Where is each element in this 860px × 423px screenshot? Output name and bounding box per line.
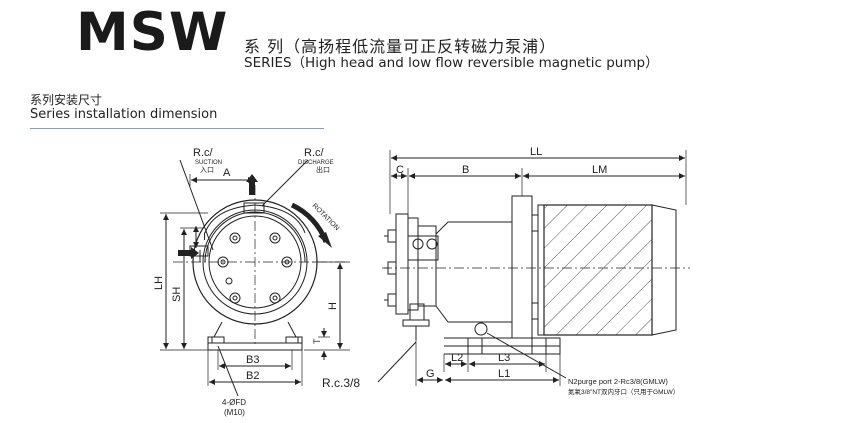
discharge-port-label: R.c/ (304, 147, 325, 159)
purge-port (474, 322, 488, 336)
discharge-arrow (246, 174, 258, 195)
series-title-cn: 系 列（高扬程低流量可正反转磁力泵浦） (244, 37, 557, 56)
front-view-labels: R.c/ SUCTION 入口 R.c/ DISCHARGE 出口 ROTATI… (153, 147, 340, 417)
section-title-en: Series installation dimension (30, 107, 218, 122)
dim-l1: L1 (498, 368, 510, 380)
dim-l2: L2 (451, 352, 463, 364)
dim-c: C (396, 164, 404, 176)
dim-lh: LH (153, 276, 165, 290)
section-divider (30, 128, 324, 129)
rotation-label: ROTATION (311, 202, 341, 232)
drain-port-label: R.c.3/8 (322, 376, 360, 390)
dim-l3: L3 (498, 352, 510, 364)
discharge-label-cn: 出口 (316, 165, 330, 174)
dim-i: I (203, 231, 206, 243)
section-title-cn: 系列安装尺寸 (30, 93, 103, 107)
side-view-labels: LL C B LM L2 L3 G L1 R.c.3/8 N2purge por… (322, 146, 679, 396)
front-view (160, 159, 350, 397)
dim-ll: LL (530, 146, 542, 158)
casing-bolts (217, 232, 293, 304)
suction-label-en: SUCTION (195, 160, 222, 166)
dim-b2: B2 (246, 370, 259, 382)
series-title-en: SERIES（High head and low flow reversible… (244, 55, 659, 71)
foot-holes-label: 4-ØFD (222, 398, 246, 407)
dim-h: H (327, 302, 339, 310)
dim-b: B (462, 164, 469, 176)
purge-port-label-cn: 氮氧3/8"NT双内牙口（只用于GMLW） (568, 387, 679, 396)
suction-label-cn: 入口 (200, 166, 214, 174)
model-title: MSW (76, 2, 229, 63)
discharge-label-en: DISCHARGE (298, 160, 334, 166)
motor-body (543, 204, 653, 336)
suction-port-label: R.c/ (193, 147, 214, 159)
dim-b3: B3 (246, 354, 259, 366)
purge-port-label-en: N2purge port 2-Rc3/8(GMLW) (568, 377, 668, 386)
foot-bolt-label: (M10) (224, 408, 245, 417)
dim-t: T (312, 338, 322, 344)
side-view (377, 150, 690, 386)
suction-arrow (178, 247, 199, 259)
dim-sh: SH (171, 287, 183, 302)
dim-g: G (426, 368, 435, 380)
dim-a: A (223, 167, 231, 179)
dim-lm: LM (592, 164, 607, 176)
